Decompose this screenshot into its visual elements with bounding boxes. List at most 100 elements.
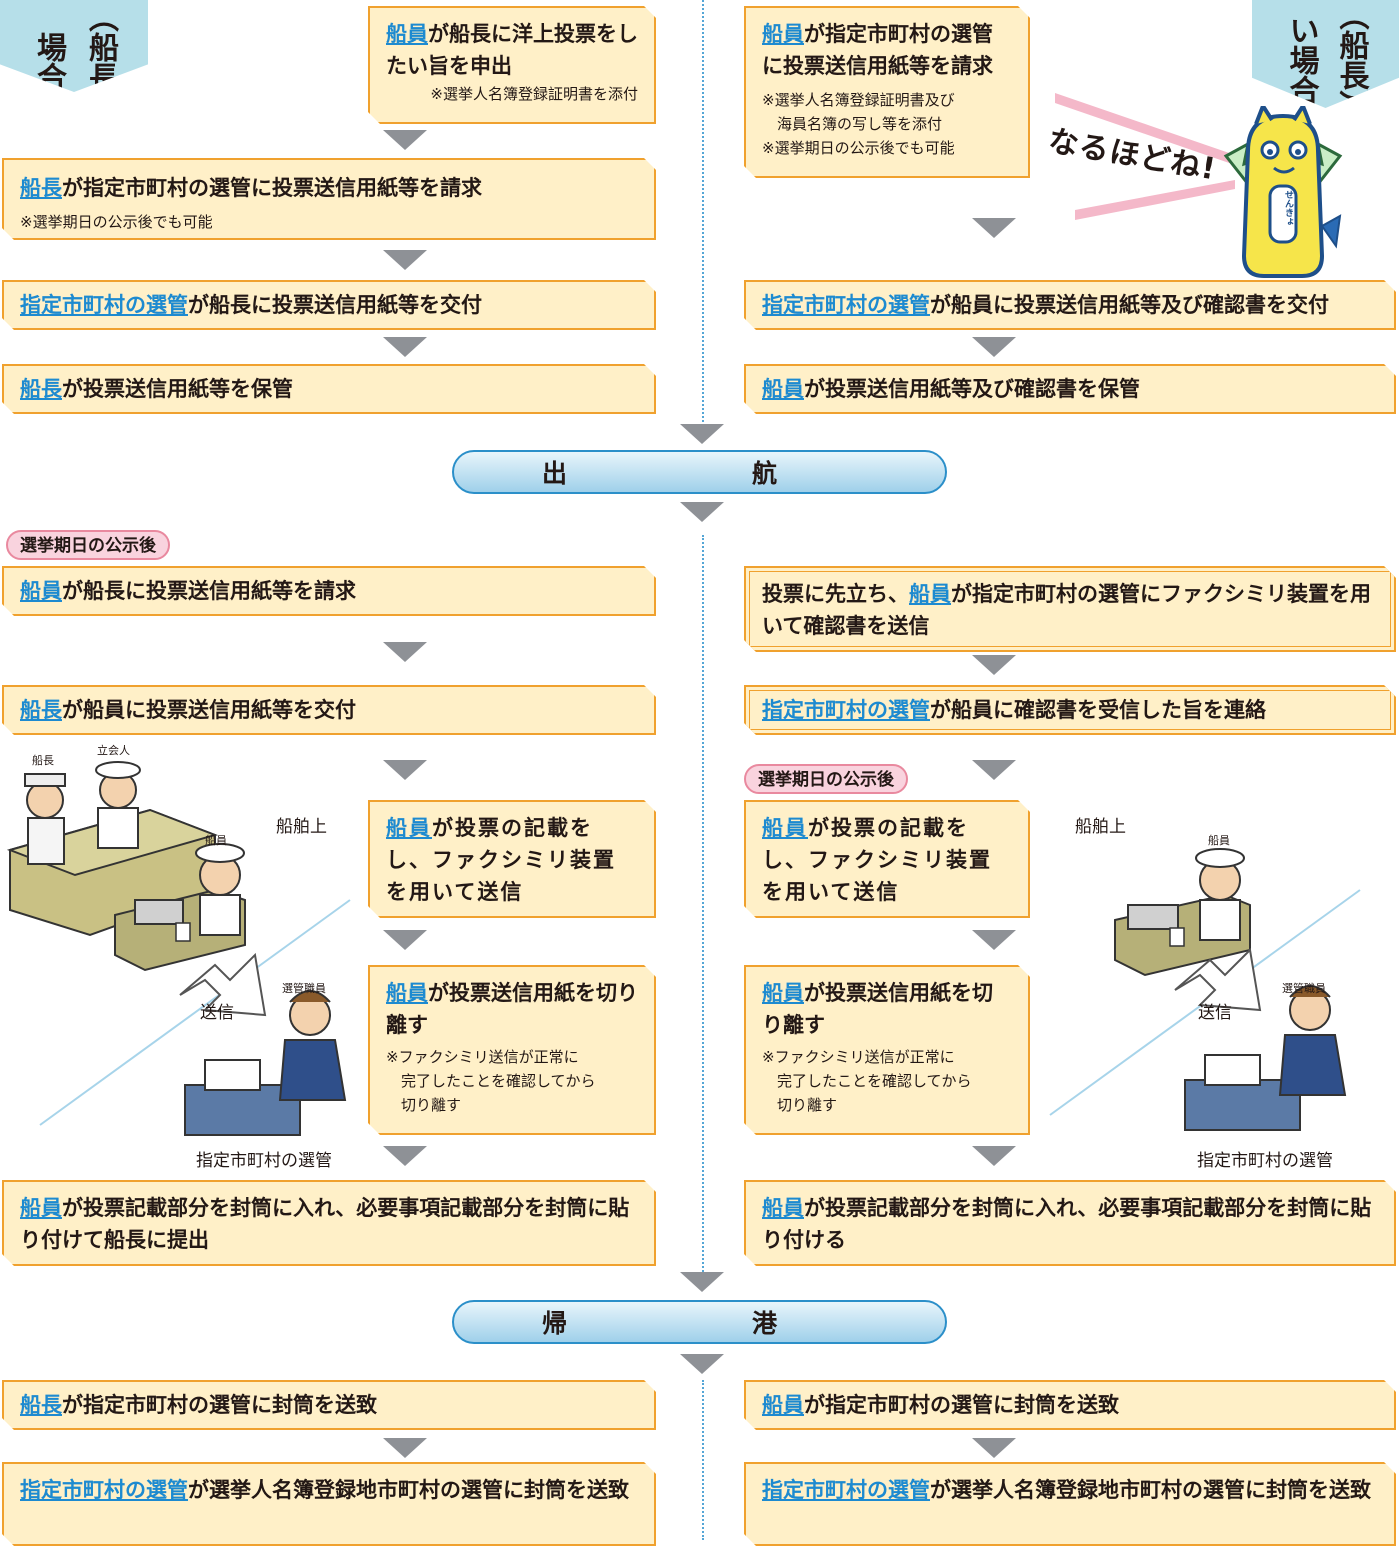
step-designated-issue-captain: 指定市町村の選管が船長に投票送信用紙等を交付	[2, 280, 656, 330]
step-text: が船長に洋上投票をしたい旨を申出	[386, 22, 638, 78]
step-note: ※ファクシミリ送信が正常に	[762, 1048, 955, 1066]
step-crew-store: 船員が投票送信用紙等及び確認書を保管	[744, 364, 1396, 414]
captain-link[interactable]: 船長	[20, 377, 62, 401]
step-designated-issue-crew: 指定市町村の選管が船員に投票送信用紙等及び確認書を交付	[744, 280, 1396, 330]
flow-arrow	[972, 1438, 1016, 1458]
flow-arrow	[383, 337, 427, 357]
step-note: 海員名簿の写し等を添付	[777, 115, 943, 133]
designated-link[interactable]: 指定市町村の選管	[20, 1478, 188, 1502]
label-office: 指定市町村の選管	[1197, 1151, 1333, 1171]
step-text: が選挙人名簿登録地市町村の選管に封筒を送致	[188, 1478, 629, 1502]
step-text: が指定市町村の選管に封筒を送致	[62, 1393, 377, 1417]
step-text: が船長に投票送信用紙等を請求	[62, 579, 356, 603]
crew-link[interactable]: 船員	[909, 582, 951, 606]
side-label-right: い場合 （船長）	[1252, 0, 1399, 108]
label-crew: 船員	[205, 834, 227, 847]
flow-arrow	[972, 1146, 1016, 1166]
flow-arrow	[383, 1438, 427, 1458]
step-text: が指定市町村の選管に投票送信用紙等を請求	[62, 176, 482, 200]
flow-arrow	[680, 424, 724, 444]
phase-departure: 出 航	[452, 450, 947, 494]
step-designated-forward-envelope: 指定市町村の選管が選挙人名簿登録地市町村の選管に封筒を送致	[744, 1462, 1396, 1546]
step-pre: 投票に先立ち、	[762, 582, 909, 606]
label-witness: 立会人	[97, 744, 130, 757]
step-text: が船員に確認書を受信した旨を連絡	[930, 698, 1266, 722]
step-text: が投票送信用紙等を保管	[62, 377, 293, 401]
step-captain-send-envelope: 船長が指定市町村の選管に封筒を送致	[2, 1380, 656, 1430]
flow-arrow	[383, 130, 427, 150]
step-text: が投票送信用紙を切り離す	[762, 981, 993, 1037]
step-text: が指定市町村の選管に投票送信用紙等を請求	[762, 22, 993, 78]
captain-link[interactable]: 船長	[20, 176, 62, 200]
step-note: ※選挙人名簿登録証明書を添付	[430, 85, 638, 103]
step-note: ※選挙期日の公示後でも可能	[762, 139, 955, 157]
crew-link[interactable]: 船員	[762, 22, 804, 46]
label-send: 送信	[1198, 1003, 1232, 1023]
step-crew-request-captain: 船員が船長に洋上投票をしたい旨を申出 ※選挙人名簿登録証明書を添付	[368, 6, 656, 124]
flow-arrow	[972, 930, 1016, 950]
flow-arrow	[383, 1146, 427, 1166]
step-crew-detach: 船員が投票送信用紙を切り離す ※ファクシミリ送信が正常に 完了したことを確認して…	[744, 965, 1030, 1135]
flow-arrow	[680, 1272, 724, 1292]
crew-link[interactable]: 船員	[386, 22, 428, 46]
step-text: が投票記載部分を封筒に入れ、必要事項記載部分を封筒に貼り付ける	[762, 1196, 1372, 1252]
label-onboard: 船舶上	[276, 817, 327, 837]
label-captain: 船長	[32, 754, 54, 767]
flow-arrow	[972, 337, 1016, 357]
captain-link[interactable]: 船長	[20, 698, 62, 722]
designated-link[interactable]: 指定市町村の選管	[762, 293, 930, 317]
flow-arrow	[383, 642, 427, 662]
designated-link[interactable]: 指定市町村の選管	[762, 698, 930, 722]
after-notice-tag: 選挙期日の公示後	[744, 764, 908, 794]
step-text: が投票の記載をし、ファクシミリ装置を用いて送信	[762, 816, 992, 904]
step-text: が指定市町村の選管にファクシミリ装置を用いて確認書を送信	[762, 582, 1371, 638]
step-crew-envelope: 船員が投票記載部分を封筒に入れ、必要事項記載部分を封筒に貼り付ける	[744, 1180, 1396, 1266]
flow-arrow	[972, 655, 1016, 675]
crew-link[interactable]: 船員	[20, 579, 62, 603]
label-onboard: 船舶上	[1075, 817, 1126, 837]
crew-link[interactable]: 船員	[762, 377, 804, 401]
step-designated-notify-receipt: 指定市町村の選管が船員に確認書を受信した旨を連絡	[744, 685, 1396, 735]
label-send: 送信	[200, 1003, 234, 1023]
center-divider	[702, 535, 704, 1275]
flow-arrow	[383, 250, 427, 270]
step-captain-request-forms: 船長が指定市町村の選管に投票送信用紙等を請求 ※選挙期日の公示後でも可能	[2, 158, 656, 240]
side-label-left-b: （船長）	[83, 2, 118, 122]
captain-link[interactable]: 船長	[20, 1393, 62, 1417]
designated-link[interactable]: 指定市町村の選管	[762, 1478, 930, 1502]
step-crew-fill-send: 船員が投票の記載をし、ファクシミリ装置を用いて送信	[744, 800, 1030, 918]
flow-arrow	[972, 760, 1016, 780]
step-captain-issue-crew: 船長が船員に投票送信用紙等を交付	[2, 685, 656, 735]
center-divider	[702, 0, 704, 430]
step-designated-forward-envelope: 指定市町村の選管が選挙人名簿登録地市町村の選管に封筒を送致	[2, 1462, 656, 1546]
speech-rays	[1055, 93, 1235, 220]
flow-arrow	[383, 930, 427, 950]
crew-link[interactable]: 船員	[762, 981, 804, 1005]
step-note: 切り離す	[777, 1096, 838, 1114]
flow-arrow	[680, 1354, 724, 1374]
center-divider	[702, 1380, 704, 1540]
crew-link[interactable]: 船員	[386, 816, 432, 840]
step-crew-fill-send: 船員が投票の記載をし、ファクシミリ装置を用いて送信	[368, 800, 656, 918]
side-label-left: 場合 （船長）	[0, 0, 148, 92]
label-staff: 選管職員	[1282, 982, 1326, 995]
crew-link[interactable]: 船員	[20, 1196, 62, 1220]
after-notice-tag: 選挙期日の公示後	[6, 530, 170, 560]
crew-link[interactable]: 船員	[762, 816, 808, 840]
designated-link[interactable]: 指定市町村の選管	[20, 293, 188, 317]
crew-link[interactable]: 船員	[762, 1196, 804, 1220]
side-label-right-b: （船長）	[1333, 0, 1369, 120]
step-note: ※ファクシミリ送信が正常に	[386, 1048, 579, 1066]
step-captain-store: 船長が投票送信用紙等を保管	[2, 364, 656, 414]
label-staff: 選管職員	[282, 982, 326, 995]
step-crew-detach: 船員が投票送信用紙を切り離す ※ファクシミリ送信が正常に 完了したことを確認して…	[368, 965, 656, 1135]
crew-link[interactable]: 船員	[386, 981, 428, 1005]
label-office: 指定市町村の選管	[196, 1151, 332, 1171]
side-label-right-a: い場合	[1283, 15, 1319, 105]
step-text: が船長に投票送信用紙等を交付	[188, 293, 482, 317]
step-note: 完了したことを確認してから	[401, 1072, 596, 1090]
crew-link[interactable]: 船員	[762, 1393, 804, 1417]
step-crew-send-envelope: 船員が指定市町村の選管に封筒を送致	[744, 1380, 1396, 1430]
ship-scene-illustration-right	[1049, 848, 1361, 1131]
mascot-icon	[1223, 106, 1343, 278]
